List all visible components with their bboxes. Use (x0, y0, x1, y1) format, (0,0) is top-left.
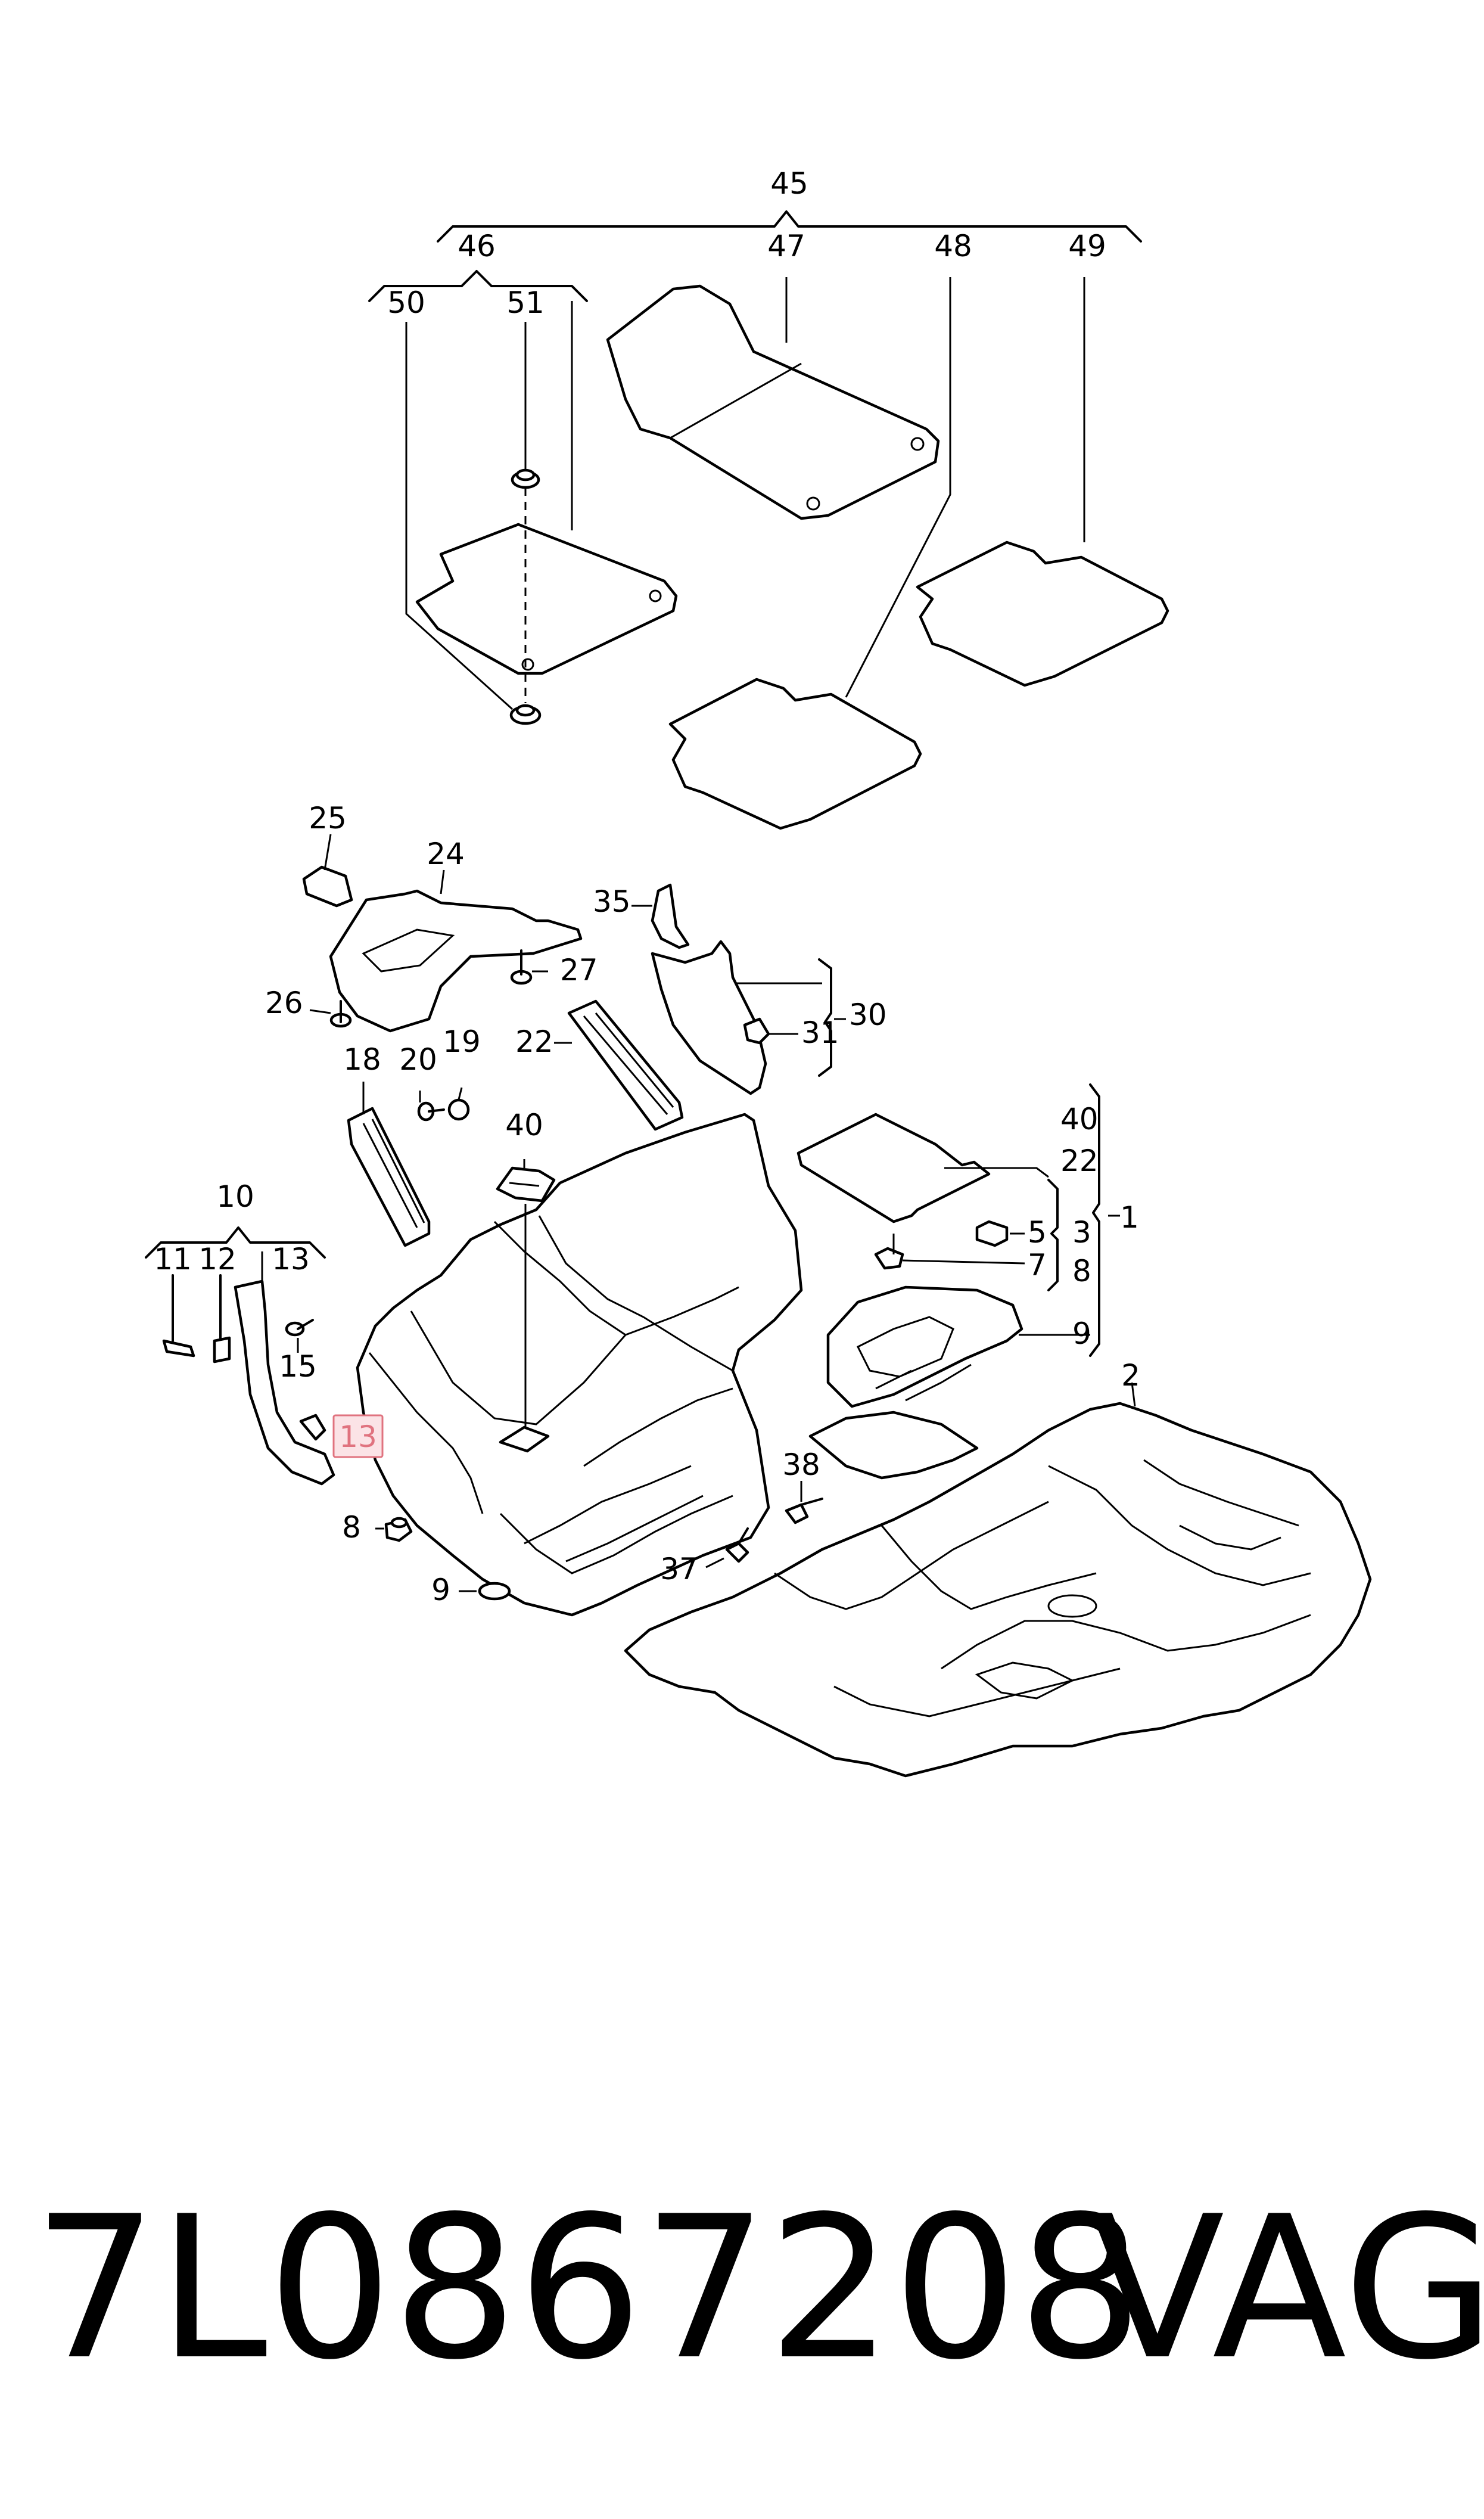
clip-8 (384, 1517, 413, 1542)
mat-49 (916, 541, 1169, 687)
callout-31: 31 (801, 1015, 839, 1050)
upper-components (302, 834, 1120, 1357)
callout-40b: 40 (1060, 1102, 1099, 1136)
callout-8a: 8 (1072, 1254, 1091, 1288)
mat-50 (415, 523, 678, 675)
callout-47: 47 (767, 229, 805, 263)
part-number: 7L0867208 (33, 2174, 1143, 2403)
callout-12: 12 (198, 1242, 237, 1276)
callout-27: 27 (560, 953, 598, 987)
callout-5: 5 (1028, 1215, 1047, 1250)
rear-tray (808, 1411, 979, 1480)
callout-11: 11 (154, 1242, 192, 1276)
callout-38: 38 (782, 1448, 820, 1482)
highlight-13 (332, 1414, 384, 1458)
callout-13b: 13 (339, 1420, 377, 1454)
callout-20: 20 (399, 1042, 437, 1077)
rear-carpet-2 (624, 1402, 1372, 1778)
bracket-10 (145, 1226, 326, 1259)
callout-8b: 8 (342, 1510, 361, 1545)
callout-46: 46 (458, 229, 496, 263)
clip-31 (743, 1017, 770, 1045)
callout-7: 7 (1028, 1248, 1047, 1282)
callout-26: 26 (265, 986, 303, 1020)
callout-24: 24 (427, 837, 465, 871)
screw-26 (329, 1000, 352, 1028)
callout-35: 35 (593, 884, 631, 919)
fastener-38 (785, 1498, 823, 1524)
callout-25: 25 (309, 801, 347, 835)
cap-19 (447, 1098, 470, 1121)
left-components (145, 1204, 1136, 1601)
mat-40 (797, 1113, 991, 1223)
pad-18 (347, 1107, 431, 1247)
callout-10: 10 (216, 1179, 254, 1214)
disc-9 (478, 1582, 511, 1601)
clip-12 (213, 1274, 231, 1363)
callout-9a: 9 (1072, 1316, 1091, 1351)
clip-7 (874, 1247, 904, 1270)
bracket-3 (1047, 1179, 1059, 1291)
screw-15 (285, 1319, 314, 1337)
screw-27 (510, 949, 533, 985)
bracket-45 (437, 210, 1142, 243)
callout-15: 15 (279, 1349, 317, 1384)
callout-labels: 45 46 47 48 49 50 51 25 24 27 26 35 30 3… (154, 166, 1140, 1607)
floor-carpet (356, 1113, 1372, 1778)
callout-40a: 40 (505, 1108, 543, 1142)
callout-51: 51 (506, 285, 545, 320)
trim-30 (651, 940, 767, 1095)
callout-3: 3 (1072, 1215, 1091, 1250)
mat-48 (668, 678, 922, 830)
bracket-30 (818, 958, 832, 1077)
floor-mat-set (368, 210, 1169, 830)
callout-30: 30 (849, 998, 887, 1032)
clip-13b (299, 1414, 326, 1441)
callout-13a: 13 (272, 1242, 310, 1276)
front-tray (826, 1285, 1023, 1408)
callout-49: 49 (1068, 229, 1106, 263)
callout-37: 37 (660, 1552, 698, 1586)
brand-name: VAG (1090, 2174, 1484, 2403)
callout-50: 50 (387, 285, 425, 320)
callout-19: 19 (443, 1024, 481, 1059)
callout-45: 45 (770, 166, 808, 201)
front-carpet (356, 1113, 803, 1617)
bracket-46 (368, 270, 588, 302)
clip-35 (651, 883, 690, 949)
fastener-37 (725, 1527, 749, 1563)
callout-22b: 22 (1060, 1144, 1099, 1178)
bolt-11 (162, 1274, 195, 1358)
mat-47 (606, 284, 940, 520)
callout-18: 18 (343, 1042, 381, 1077)
callout-22a: 22 (515, 1024, 553, 1059)
bracket-24 (329, 889, 583, 1033)
callout-1: 1 (1120, 1200, 1139, 1235)
bracket-1 (1089, 1083, 1100, 1357)
pad-25 (302, 865, 353, 908)
screw-20 (417, 1101, 445, 1122)
callout-9b: 9 (431, 1573, 450, 1607)
callout-48: 48 (934, 229, 972, 263)
trim-strip-13 (234, 1279, 335, 1486)
block-5 (975, 1220, 1009, 1247)
callout-2: 2 (1121, 1358, 1140, 1393)
